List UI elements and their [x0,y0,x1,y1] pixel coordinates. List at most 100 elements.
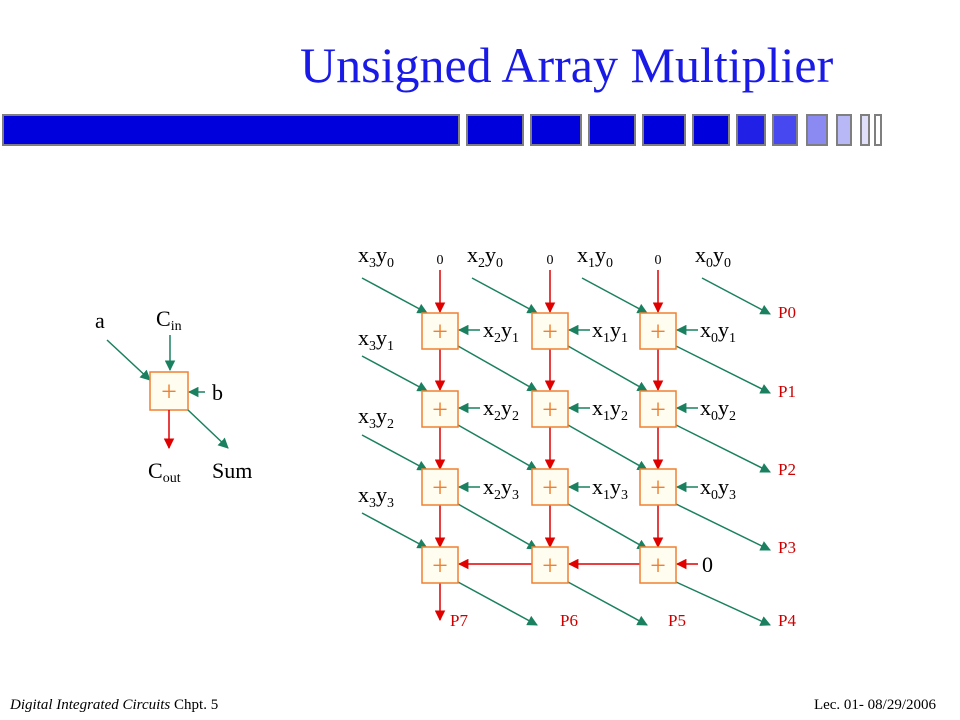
wire [361,512,428,549]
inner-term: x0y3 [700,474,736,503]
bar-segment [736,114,766,146]
legend-sum-label: Sum [212,458,252,483]
legend-adder-plus: + [161,377,177,408]
wire [675,581,771,626]
term-labels: x3y0 x2y0 x1y0 x0y0 0 0 0 x3y1 x3y2 x3y3… [358,242,736,577]
footer-course: Digital Integrated Circuits Chpt. 5 [10,697,218,714]
wire [457,503,538,550]
adder-plus: + [542,551,558,582]
bar-segment [466,114,524,146]
wire [457,345,538,392]
adder-plus: + [432,395,448,426]
output-labels: P0 P1 P2 P3 P7 P6 P5 P4 [450,303,796,630]
inner-term: x2y2 [483,395,519,424]
top-term: x2y0 [467,242,503,271]
adder-cell [421,468,459,506]
adder-cell [531,546,569,584]
adder-plus: + [542,317,558,348]
wire [567,424,648,471]
wire [675,345,771,394]
output-label: P1 [778,382,796,401]
adder-plus: + [650,317,666,348]
inner-term: x1y2 [592,395,628,424]
adder-cell [639,312,677,350]
array-wires [361,270,771,626]
inner-term: x1y1 [592,317,628,346]
wire [457,424,538,471]
legend-adder-box [149,371,189,411]
wire [567,581,648,626]
legend-cout-label: Cout [148,458,181,486]
wire [567,345,648,392]
wire [581,277,648,314]
zero-input: 0 [437,253,444,268]
bar-segment [772,114,798,146]
bar-segment [874,114,882,146]
legend-a-label: a [95,308,105,333]
output-label: P3 [778,538,796,557]
top-term: x0y0 [695,242,731,271]
wire [675,503,771,551]
inner-term: x2y3 [483,474,519,503]
adder-cell [531,390,569,428]
adder-cell [639,390,677,428]
full-adder-legend: + a Cin b Cout Sum [95,306,252,486]
legend-cin-label: Cin [156,306,182,334]
wire [361,434,428,471]
top-term: x3y0 [358,242,394,271]
wire [567,503,648,550]
output-label: P0 [778,303,796,322]
zero-carry-in: 0 [702,552,713,577]
adder-plus: + [542,473,558,504]
left-term: x3y3 [358,482,394,511]
legend-b-label: b [212,380,223,405]
inner-term: x1y3 [592,474,628,503]
bar-segment [692,114,730,146]
bar-segment [588,114,636,146]
wire [457,581,538,626]
bar-segment [2,114,460,146]
legend-a-arrow [106,339,151,381]
bar-segment [530,114,582,146]
adder-cell [639,546,677,584]
adder-plus: + [432,317,448,348]
slide-title: Unsigned Array Multiplier [300,37,834,93]
bar-segment [642,114,686,146]
bar-segment [860,114,870,146]
adder-plus: + [432,473,448,504]
wire [675,424,771,473]
wire [361,355,428,392]
adder-plus: + [542,395,558,426]
output-label: P5 [668,611,686,630]
adder-cell [639,468,677,506]
zero-input: 0 [547,253,554,268]
inner-term: x0y2 [700,395,736,424]
bar-segment [836,114,852,146]
footer-lecture-date: Lec. 01- 08/29/2006 [813,697,936,713]
adder-grid: + + + + + + + + + + + + [421,312,677,584]
adder-cell [421,312,459,350]
adder-cell [421,390,459,428]
output-label: P7 [450,611,468,630]
adder-plus: + [650,395,666,426]
wire [361,277,428,314]
zero-input: 0 [655,253,662,268]
adder-cell [531,468,569,506]
footer-course-title: Digital Integrated Circuits [10,697,171,713]
bar-segment [806,114,828,146]
top-term: x1y0 [577,242,613,271]
wire [701,277,771,315]
output-label: P6 [560,611,578,630]
adder-cell [421,546,459,584]
output-label: P4 [778,611,796,630]
adder-cell [531,312,569,350]
left-term: x3y1 [358,325,394,354]
inner-term: x2y1 [483,317,519,346]
output-label: P2 [778,460,796,479]
wire [471,277,538,314]
legend-sum-arrow [187,409,229,449]
inner-term: x0y1 [700,317,736,346]
left-term: x3y2 [358,403,394,432]
adder-plus: + [650,551,666,582]
